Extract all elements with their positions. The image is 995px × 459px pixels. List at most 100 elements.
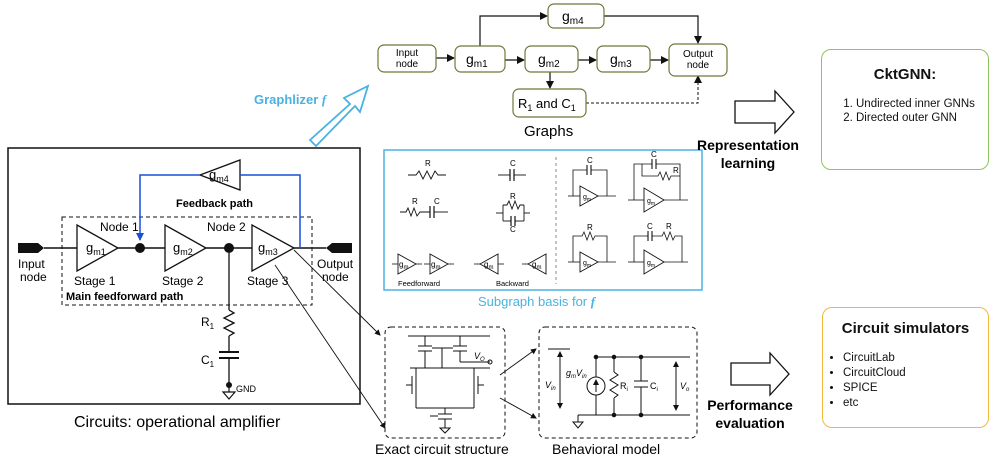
sg-fb-gm-label-1: gm [583, 194, 591, 203]
graph-gm1-node [454, 45, 506, 73]
main-path-box [61, 216, 313, 306]
sg-bw-gm-label-1: gm [484, 260, 493, 271]
input-connector-icon [18, 243, 44, 253]
sg-bw-gm-label-2: gm [532, 260, 541, 271]
simulators-panel: Circuit simulators CircuitLab CircuitClo… [822, 307, 989, 428]
sg-fb-c4-label: C [647, 222, 653, 231]
representation-label: Representation [697, 137, 799, 153]
graph-gm4-label: gm4 [562, 8, 584, 27]
stage2-label: Stage 2 [162, 274, 204, 288]
cktgnn-list: Undirected inner GNNs Directed outer GNN [834, 97, 988, 125]
sg-rc-c-label: C [434, 197, 440, 206]
behav-gmvin-label: gmVin [566, 368, 587, 380]
circuit-output-label-2: node [322, 270, 349, 284]
graphlizer-arrow: Graphlizer f [254, 84, 370, 148]
sg-c-label: C [510, 159, 516, 168]
main-path-label: Main feedforward path [66, 291, 184, 303]
stage1-label: Stage 1 [74, 274, 116, 288]
sg-r-label: R [425, 159, 431, 168]
simulators-title: Circuit simulators [841, 320, 970, 337]
graph-input-label: Input [396, 48, 418, 59]
simulator-item-4: etc [843, 396, 988, 411]
stage3-gm-label: gm3 [258, 240, 278, 257]
circuit-panel: gm1 gm2 gm3 gm4 Node 1 Node 2 Stage 1 St… [7, 147, 361, 431]
r1-label: R1 [201, 315, 215, 331]
feedback-arrow [136, 174, 200, 241]
c1-label: C1 [201, 353, 215, 369]
sg-series-rc-icon [400, 206, 430, 218]
sg-par-r-label: R [510, 192, 516, 201]
node2-label: Node 2 [207, 220, 246, 234]
stage3-amplifier-icon [251, 223, 296, 273]
graph-gm3-node [596, 45, 651, 73]
cktgnn-item-1: Undirected inner GNNs [856, 97, 988, 111]
behav-vin-label: Vin [545, 380, 556, 392]
exact-frame [384, 326, 506, 439]
performance-label: Performance [707, 397, 793, 413]
sg-rc-r-label: R [412, 197, 418, 206]
graph-gm2-label: gm2 [538, 51, 560, 70]
sg-ff-gm-label-1: gm [399, 260, 408, 271]
graph-output-label: Output [683, 49, 713, 60]
feedback-wire [240, 174, 301, 248]
graph-input-label-2: node [396, 59, 419, 70]
stage2-amplifier-icon [164, 223, 208, 273]
sg-fb-gm-label-2: gm [647, 198, 655, 207]
sg-ff-gm-label-2: gm [431, 260, 440, 271]
sg-fb-gm-label-3: gm [583, 260, 591, 269]
stage2-gm-label: gm2 [173, 240, 193, 257]
sg-gm-c-feedback-icon [568, 165, 616, 207]
feedback-path-label: Feedback path [176, 198, 253, 210]
behavioral-frame [538, 326, 698, 439]
graph-input-node [377, 44, 437, 73]
behavioral-schematic-icon [548, 348, 690, 429]
graph-gm3-label: gm3 [610, 51, 632, 70]
representation-label-2: learning [721, 155, 775, 171]
graph-rc-label: R1 and C1 [518, 96, 576, 113]
graphlizer-arrow-icon [308, 84, 370, 148]
sg-backward-label: Backward [496, 279, 529, 288]
cktgnn-item-2: Directed outer GNN [856, 111, 988, 125]
graph-gm2-node [524, 45, 579, 73]
performance-arrow-icon [730, 351, 790, 397]
graph-rc-node [512, 88, 587, 118]
sg-fb-gm-label-4: gm [647, 260, 655, 269]
circuit-frame [7, 147, 361, 405]
sg-fb-c2-label: C [651, 150, 657, 159]
transistor-schematic-icon [406, 335, 493, 434]
performance-label-2: evaluation [715, 415, 784, 431]
node2-dot [224, 243, 234, 253]
sg-gm-cr-series-feedback-icon [628, 230, 688, 275]
behav-ri-label: Ri [620, 381, 628, 393]
behavioral-model-panel: Vin gmVin Ri Ci Vo Behavioral model [538, 326, 698, 457]
sg-feedforward-label: Feedforward [398, 279, 440, 288]
circuit-input-label-2: node [20, 270, 47, 284]
simulator-item-2: CircuitCloud [843, 366, 988, 381]
circuit-output-label: Output [317, 257, 354, 271]
subgraph-caption: Subgraph basis for f [478, 294, 597, 309]
exact-vo-label: VO [474, 351, 485, 363]
node1-label: Node 1 [100, 220, 139, 234]
graphlizer-label: Graphlizer f [254, 92, 328, 107]
sg-fb-r4-label: R [666, 222, 672, 231]
behav-ci-label: Ci [650, 381, 658, 393]
graphs-panel: Input node Output node gm1 gm2 gm3 gm4 R… [377, 3, 728, 140]
graph-output-label-2: node [687, 60, 710, 71]
stage1-amplifier-icon [76, 223, 120, 273]
subgraph-basis-panel: R C R C R C gm gm Feedforwa [383, 149, 703, 309]
graph-gm4-node [547, 3, 605, 29]
simulators-list: CircuitLab CircuitCloud SPICE etc [827, 351, 988, 411]
graph-gm1-label: gm1 [466, 51, 488, 70]
sg-par-c-label: C [510, 225, 516, 234]
stage3-label: Stage 3 [247, 274, 289, 288]
cktgnn-title: CktGNN: [873, 66, 937, 83]
sg-fb-r2-label: R [673, 166, 679, 175]
behavioral-caption: Behavioral model [552, 441, 660, 457]
cktgnn-panel: CktGNN: Undirected inner GNNs Directed o… [821, 49, 989, 170]
sg-parallel-rc-icon [503, 199, 524, 211]
sg-resistor-icon [408, 169, 446, 181]
simulator-item-3: SPICE [843, 381, 988, 396]
graph-output-node [668, 43, 728, 77]
sg-gm-rc-feedback-icon [628, 159, 688, 213]
